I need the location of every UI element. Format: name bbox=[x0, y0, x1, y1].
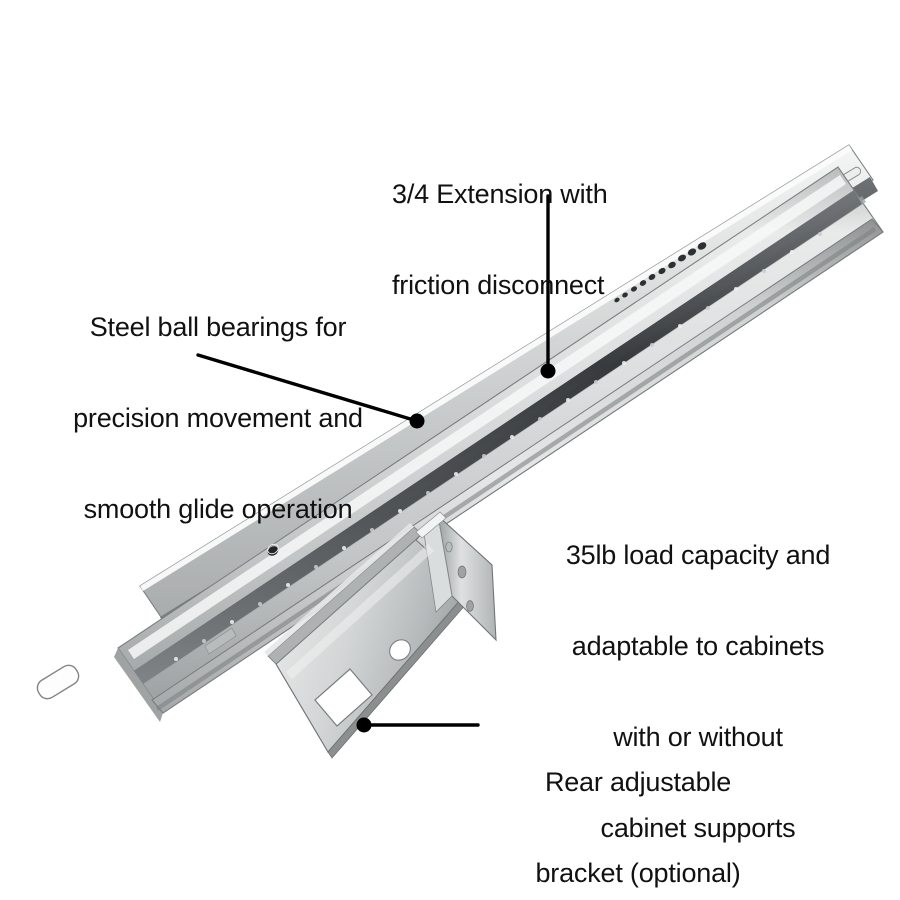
callout-capacity-line-4: cabinet supports bbox=[600, 812, 796, 843]
bracket-adjustment-slot bbox=[314, 668, 373, 727]
callout-bearings-line-3: smooth glide operation bbox=[83, 493, 353, 524]
rear-adjustable-bracket bbox=[264, 511, 497, 759]
callout-bracket: Rear adjustable bracket (optional) bbox=[488, 707, 788, 900]
slide-mounting-hole bbox=[267, 543, 279, 556]
callout-capacity-line-2: adaptable to cabinets bbox=[571, 631, 825, 662]
callout-bracket-line-2: bracket (optional) bbox=[535, 858, 741, 889]
callout-bearings-line-1: Steel ball bearings for bbox=[89, 312, 347, 343]
leader-bearings bbox=[196, 353, 425, 429]
leader-extension bbox=[540, 194, 556, 379]
callout-capacity-line-1: 35lb load capacity and bbox=[565, 540, 831, 571]
bracket-round-hole bbox=[389, 639, 411, 661]
callout-bearings-line-2: precision movement and bbox=[73, 403, 363, 434]
callout-bracket-line-1: Rear adjustable bbox=[544, 767, 732, 798]
slide-bearing-race-lower bbox=[132, 190, 862, 686]
leader-lines bbox=[196, 194, 556, 733]
callout-extension-line-2: friction disconnect bbox=[392, 270, 605, 301]
leader-bracket bbox=[356, 717, 480, 733]
callout-bearings: Steel ball bearings for precision moveme… bbox=[18, 252, 418, 585]
callout-extension-line-1: 3/4 Extension with bbox=[392, 179, 608, 210]
callout-capacity-line-3: with or without bbox=[613, 721, 783, 752]
slide-adjustment-holes bbox=[614, 242, 707, 303]
callout-capacity: 35lb load capacity and adaptable to cabi… bbox=[500, 480, 896, 900]
slide-end-slot-left bbox=[36, 664, 80, 700]
callout-extension: 3/4 Extension with friction disconnect bbox=[392, 119, 608, 361]
